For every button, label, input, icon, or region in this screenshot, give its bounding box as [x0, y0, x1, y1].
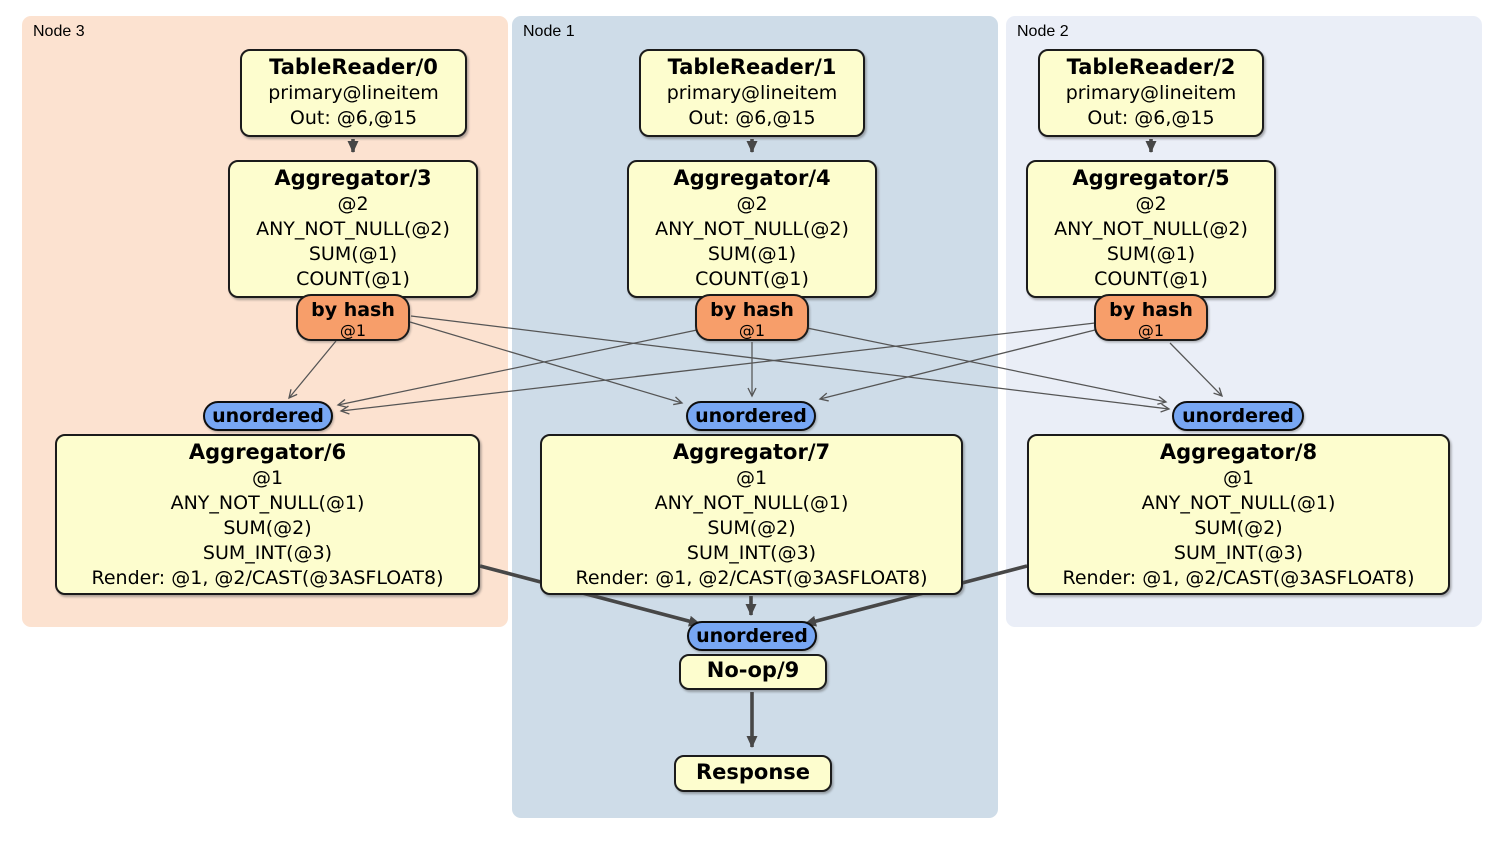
edge-router2-sync3	[341, 322, 1096, 411]
processor-tablereader-1: TableReader/1 primary@lineitem Out: @6,@…	[639, 49, 865, 137]
router-by-hash-0: by hash @1	[296, 294, 410, 341]
processor-detail: Out: @6,@15	[1087, 107, 1215, 129]
router-by-hash-1: by hash @1	[695, 294, 809, 341]
processor-title: Response	[695, 760, 811, 784]
processor-detail: Out: @6,@15	[289, 107, 418, 129]
processor-title: No-op/9	[706, 658, 800, 682]
processor-detail: SUM_INT(@3)	[202, 542, 333, 564]
processor-detail: Render: @1, @2/CAST(@3ASFLOAT8)	[91, 567, 444, 589]
processor-detail: SUM(@2)	[223, 517, 312, 539]
processor-detail: ANY_NOT_NULL(@2)	[655, 218, 849, 240]
processor-noop-9: No-op/9	[679, 654, 827, 690]
edge-agg6-sync	[479, 564, 701, 627]
processor-title: TableReader/0	[269, 55, 438, 79]
processor-title: Aggregator/4	[673, 166, 831, 190]
router-label: by hash	[311, 299, 395, 321]
processor-title: TableReader/2	[1066, 55, 1236, 79]
processor-detail: Render: @1, @2/CAST(@3ASFLOAT8)	[575, 567, 928, 589]
edge-router1-sync2	[806, 327, 1166, 402]
processor-detail: ANY_NOT_NULL(@1)	[1141, 492, 1336, 514]
processor-aggregator-5: Aggregator/5 @2 ANY_NOT_NULL(@2) SUM(@1)…	[1026, 160, 1276, 298]
processor-title: Aggregator/7	[672, 440, 831, 464]
processor-title: Aggregator/3	[274, 166, 432, 190]
router-detail: @1	[738, 321, 766, 340]
processor-detail: SUM(@1)	[707, 243, 797, 265]
processor-detail: Out: @6,@15	[688, 107, 816, 129]
processor-aggregator-6: Aggregator/6 @1 ANY_NOT_NULL(@1) SUM(@2)…	[55, 434, 480, 595]
processor-aggregator-4: Aggregator/4 @2 ANY_NOT_NULL(@2) SUM(@1)…	[627, 160, 877, 298]
processor-detail: ANY_NOT_NULL(@1)	[170, 492, 365, 514]
processor-detail: @1	[1222, 467, 1255, 489]
processor-detail: @1	[735, 467, 768, 489]
sync-unordered-1: unordered	[686, 401, 816, 431]
processor-detail: primary@lineitem	[268, 82, 439, 104]
processor-detail: ANY_NOT_NULL(@1)	[654, 492, 849, 514]
processor-detail: COUNT(@1)	[695, 268, 809, 290]
processor-detail: ANY_NOT_NULL(@2)	[1054, 218, 1248, 240]
edge-router3-sync2	[410, 315, 1169, 409]
processor-detail: COUNT(@1)	[296, 268, 410, 290]
processor-detail: ANY_NOT_NULL(@2)	[256, 218, 450, 240]
edge-router2-sync2	[1169, 342, 1222, 396]
processor-detail: SUM_INT(@3)	[1173, 542, 1304, 564]
processor-aggregator-3: Aggregator/3 @2 ANY_NOT_NULL(@2) SUM(@1)…	[228, 160, 478, 298]
processor-title: Aggregator/5	[1072, 166, 1230, 190]
processor-title: Aggregator/8	[1159, 440, 1318, 464]
processor-tablereader-2: TableReader/2 primary@lineitem Out: @6,@…	[1038, 49, 1264, 137]
processor-detail: SUM(@1)	[308, 243, 398, 265]
edge-router3-sync3	[289, 340, 337, 398]
processor-detail: SUM(@1)	[1106, 243, 1196, 265]
router-label: by hash	[1109, 299, 1193, 321]
processor-tablereader-0: TableReader/0 primary@lineitem Out: @6,@…	[240, 49, 467, 137]
edge-agg8-sync	[804, 564, 1028, 627]
router-by-hash-2: by hash @1	[1094, 294, 1208, 341]
processor-detail: primary@lineitem	[666, 82, 838, 104]
node-group-2-label: Node 2	[1017, 23, 1069, 40]
processor-detail: @2	[736, 193, 768, 215]
sync-unordered-2: unordered	[1172, 401, 1304, 431]
processor-detail: COUNT(@1)	[1094, 268, 1208, 290]
processor-detail: SUM(@2)	[1194, 517, 1283, 539]
edge-router2-sync1	[820, 329, 1096, 399]
processor-title: Aggregator/6	[188, 440, 347, 464]
router-detail: @1	[339, 321, 367, 340]
router-detail: @1	[1137, 321, 1165, 340]
edge-router1-sync3	[338, 329, 698, 405]
processor-aggregator-8: Aggregator/8 @1 ANY_NOT_NULL(@1) SUM(@2)…	[1027, 434, 1450, 595]
router-label: by hash	[710, 299, 794, 321]
processor-detail: SUM(@2)	[707, 517, 796, 539]
processor-title: TableReader/1	[667, 55, 837, 79]
processor-detail: @1	[251, 467, 284, 489]
edge-router3-sync1	[409, 321, 682, 403]
node-group-1-label: Node 1	[523, 23, 575, 40]
node-group-3-label: Node 3	[33, 23, 85, 40]
processor-detail: Render: @1, @2/CAST(@3ASFLOAT8)	[1062, 567, 1415, 589]
processor-response: Response	[674, 755, 832, 792]
processor-detail: SUM_INT(@3)	[686, 542, 817, 564]
processor-aggregator-7: Aggregator/7 @1 ANY_NOT_NULL(@1) SUM(@2)…	[540, 434, 963, 595]
processor-detail: @2	[1135, 193, 1167, 215]
sync-unordered-final: unordered	[687, 621, 817, 651]
processor-detail: primary@lineitem	[1065, 82, 1237, 104]
processor-detail: @2	[337, 193, 369, 215]
sync-unordered-0: unordered	[203, 401, 333, 431]
